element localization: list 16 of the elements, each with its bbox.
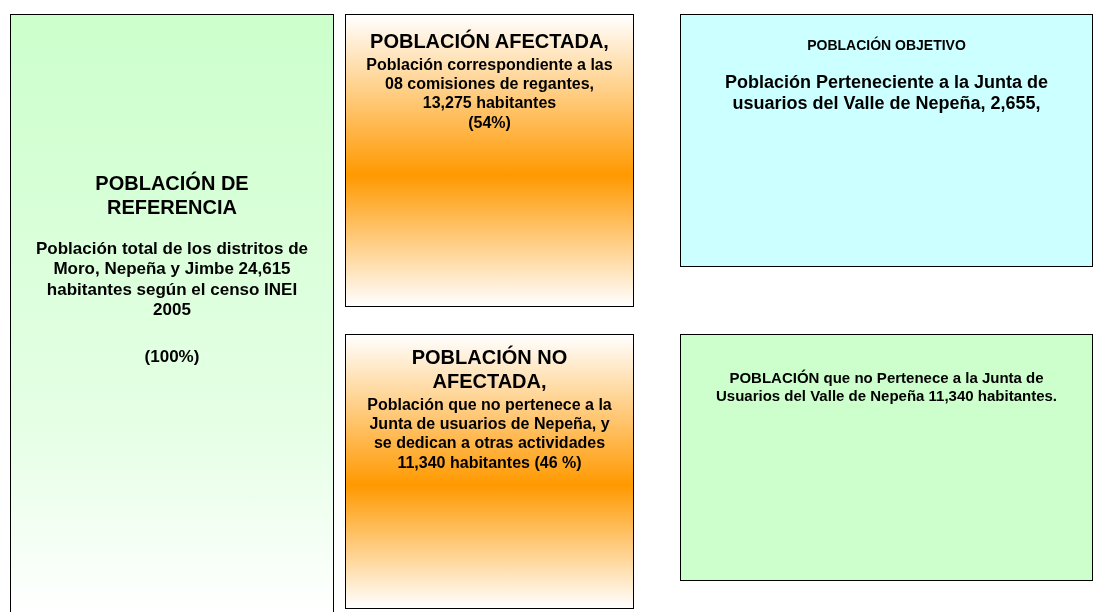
box-heading: POBLACIÓN NO AFECTADA, — [410, 345, 569, 393]
box-text: (100%) — [144, 346, 200, 367]
box-text: Población que no pertenece a la Junta de usuarios de Nepeña, y se dedican a otras actividades 11,340 habitantes (46 %) — [366, 395, 613, 472]
box-text: (54%) — [468, 112, 511, 132]
box-heading: POBLACIÓN DE REFERENCIA — [94, 171, 250, 219]
box-heading: POBLACIÓN AFECTADA, — [370, 29, 609, 53]
population-box — [345, 14, 634, 307]
box-heading: POBLACIÓN OBJETIVO — [807, 37, 966, 54]
box-text: Población Perteneciente a la Junta de usuarios del Valle de Nepeña, 2,655, — [723, 71, 1050, 115]
box-text: Población total de los distritos de Moro, Nepeña y Jimbe 24,615 habitantes según el censo INEI 2005 — [34, 239, 309, 321]
box-text: Población correspondiente a las 08 comisiones de regantes, 13,275 habitantes — [365, 55, 614, 113]
population-box — [10, 14, 334, 612]
population-box — [345, 334, 634, 609]
population-box — [680, 14, 1093, 267]
box-text: POBLACIÓN que no Pertenece a la Junta de Usuarios del Valle de Nepeña 11,340 habitantes. — [715, 369, 1058, 405]
population-box — [680, 334, 1093, 581]
